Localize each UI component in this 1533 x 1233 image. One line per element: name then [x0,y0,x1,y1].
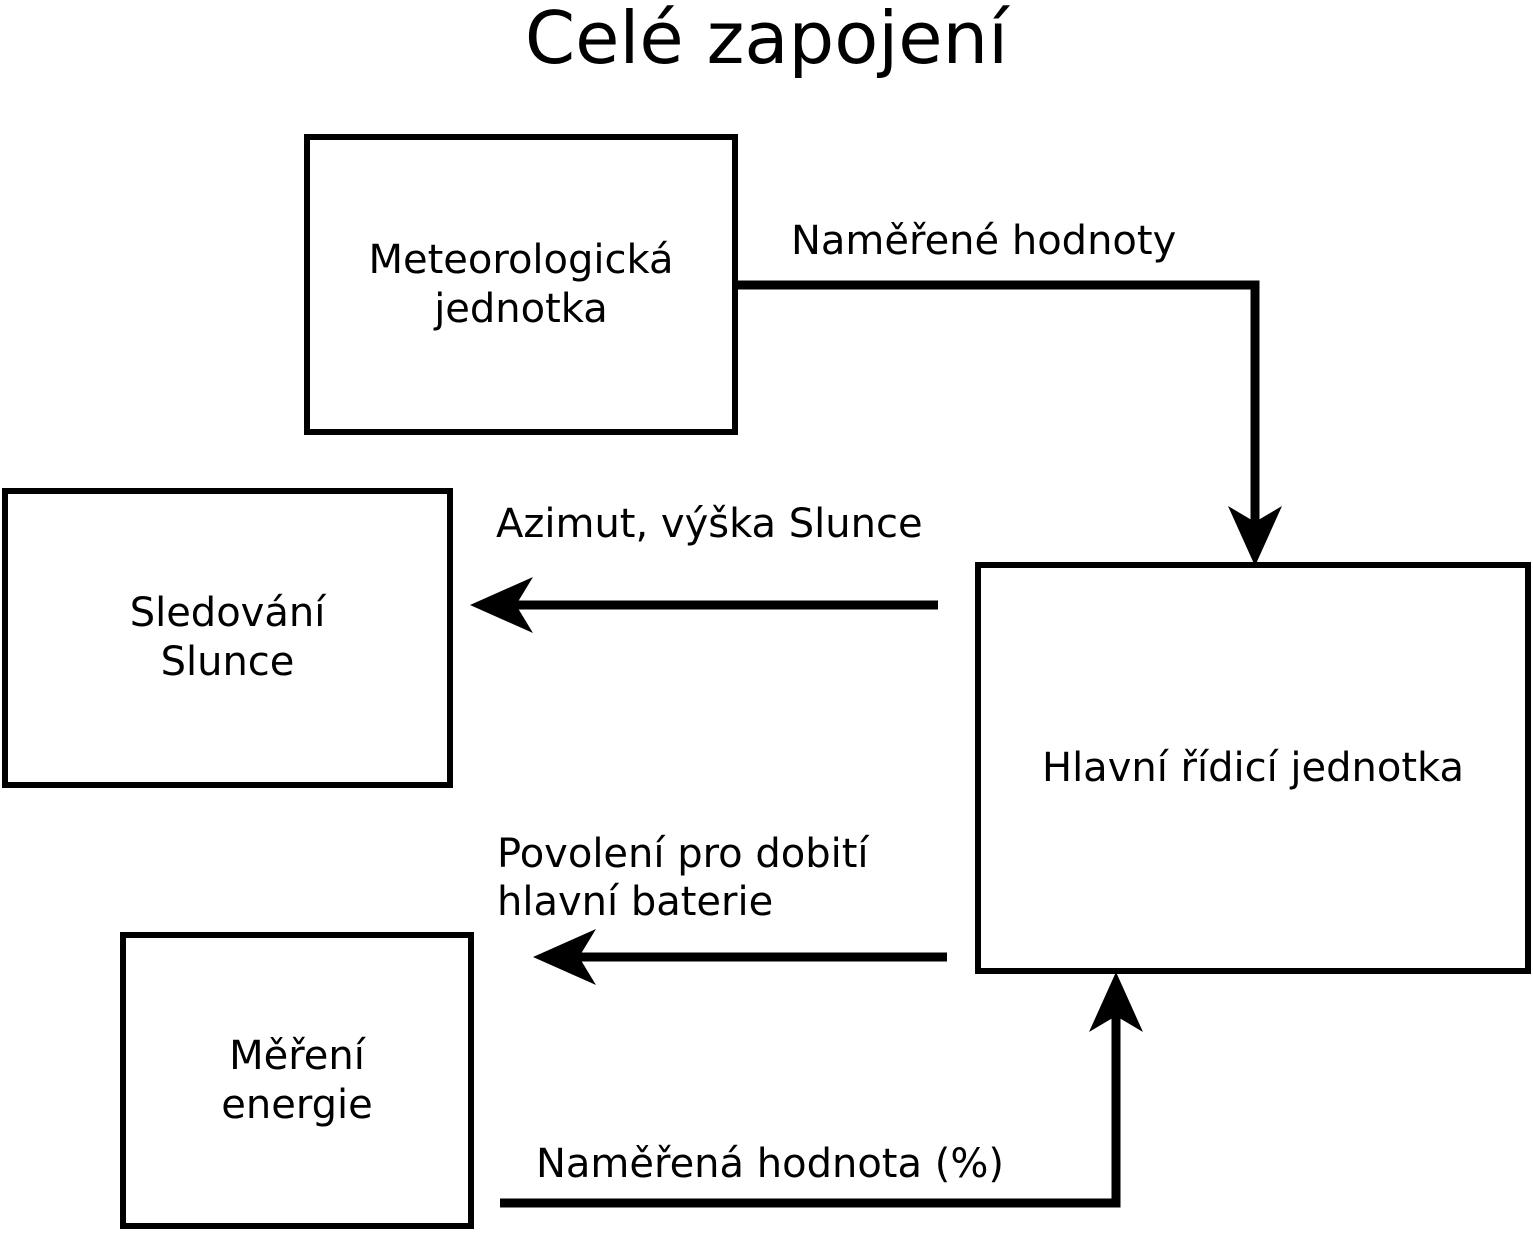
node-sledovani-slunce[interactable]: Sledování Slunce [2,488,453,788]
edge-label-charge-permission: Povolení pro dobití hlavní baterie [497,831,869,925]
node-hlavni-ridici-jednotka[interactable]: Hlavní řídicí jednotka [975,562,1531,974]
node-label: Měření energie [221,1032,373,1128]
connector-charge-permission [533,929,947,985]
edge-label-azimuth-elevation: Azimut, výška Slunce [496,501,923,547]
edge-label-measured-values: Naměřené hodnoty [791,218,1177,264]
node-mereni-energie[interactable]: Měření energie [120,932,474,1229]
node-label: Sledování Slunce [129,590,326,685]
connector-measured-percent [500,972,1143,1208]
connector-measured-values [735,280,1282,566]
connector-azimuth-elevation [470,577,938,633]
node-label: Hlavní řídicí jednotka [1041,744,1465,791]
edge-label-measured-percent: Naměřená hodnota (%) [536,1141,1004,1187]
page-title: Celé zapojení [524,0,1009,80]
node-meteorologicka-jednotka[interactable]: Meteorologická jednotka [304,134,738,435]
node-label: Meteorologická jednotka [368,236,674,332]
